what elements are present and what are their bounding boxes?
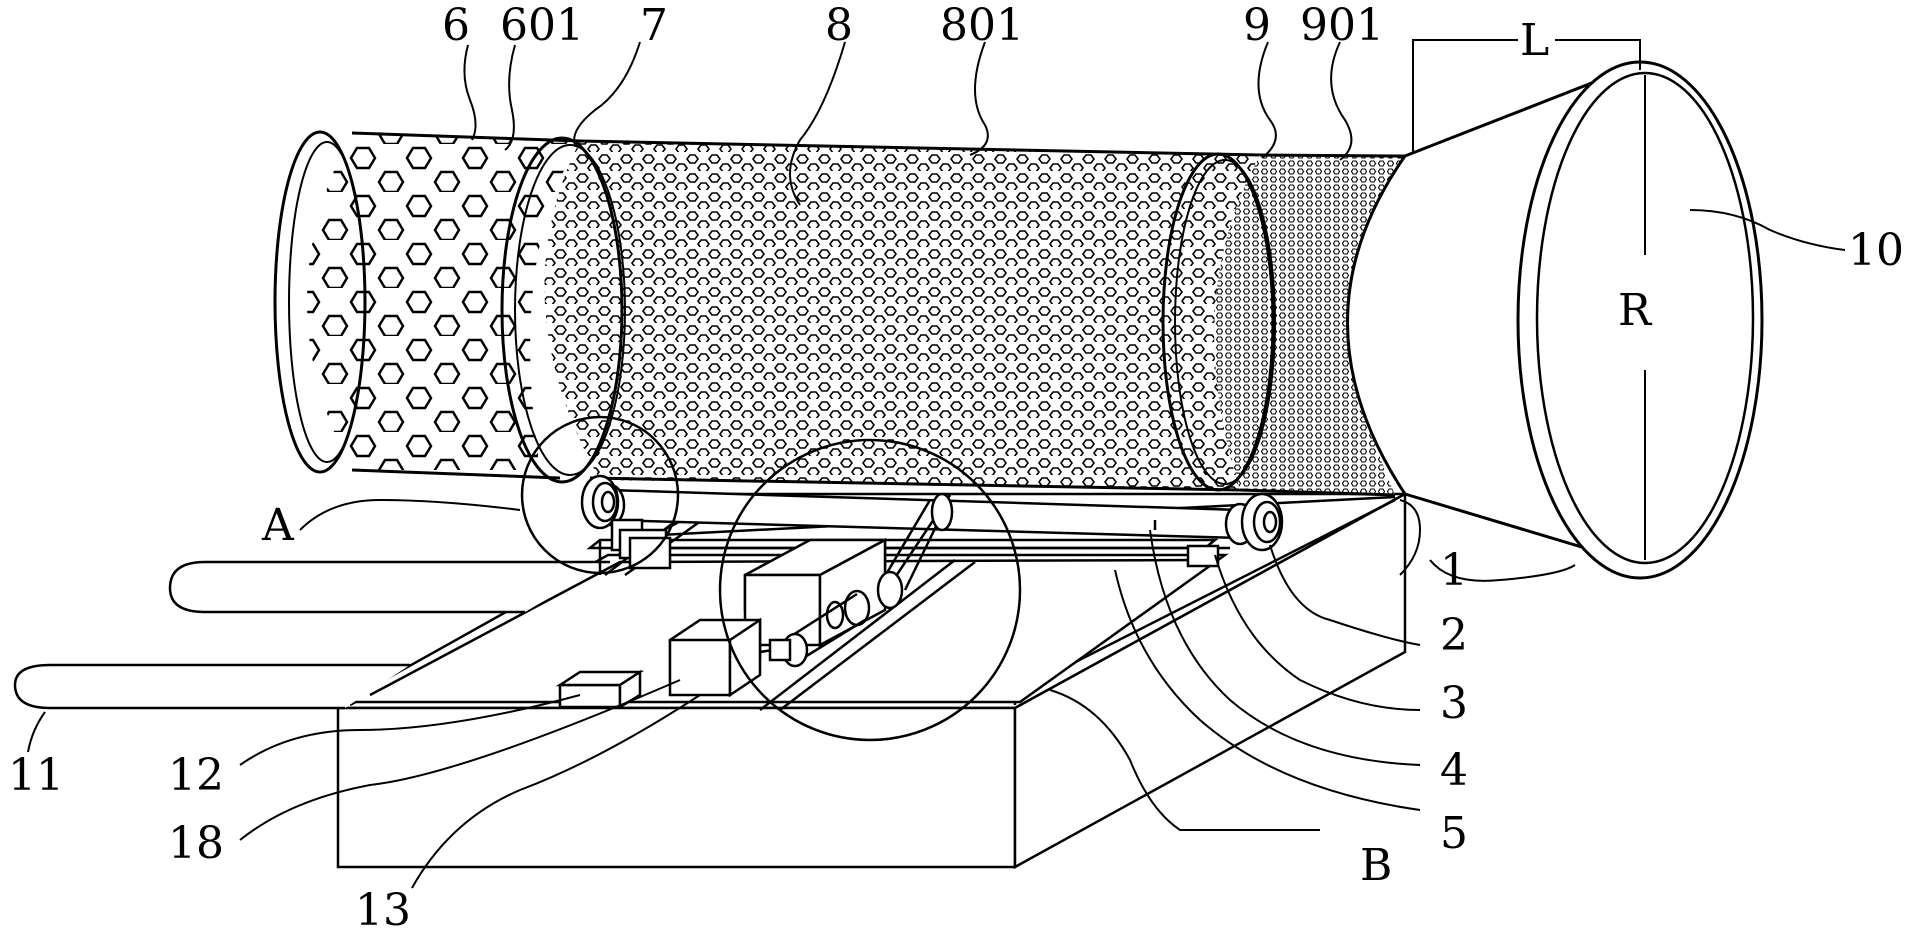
label-6: 6 <box>442 0 470 51</box>
label-8: 8 <box>825 0 853 51</box>
pipe-lower <box>15 660 410 708</box>
label-A: A <box>261 500 295 551</box>
label-L: L <box>1520 15 1549 66</box>
label-2: 2 <box>1440 610 1468 661</box>
label-601: 601 <box>500 0 584 51</box>
label-7: 7 <box>640 0 668 51</box>
label-3: 3 <box>1440 678 1468 729</box>
label-13: 13 <box>355 885 411 932</box>
label-R: R <box>1618 285 1653 336</box>
label-18: 18 <box>168 818 224 869</box>
label-B: B <box>1360 840 1392 891</box>
drum-section-6 <box>270 130 590 480</box>
label-10: 10 <box>1848 225 1904 276</box>
label-801: 801 <box>940 0 1024 51</box>
label-4: 4 <box>1440 745 1468 796</box>
label-5: 5 <box>1440 808 1468 859</box>
label-1: 1 <box>1440 545 1468 596</box>
funnel-outlet-10 <box>1348 40 1763 578</box>
label-12: 12 <box>168 750 224 801</box>
label-901: 901 <box>1300 0 1384 51</box>
motor-box-13 <box>670 620 760 695</box>
label-9: 9 <box>1243 0 1271 51</box>
label-11: 11 <box>8 750 64 801</box>
